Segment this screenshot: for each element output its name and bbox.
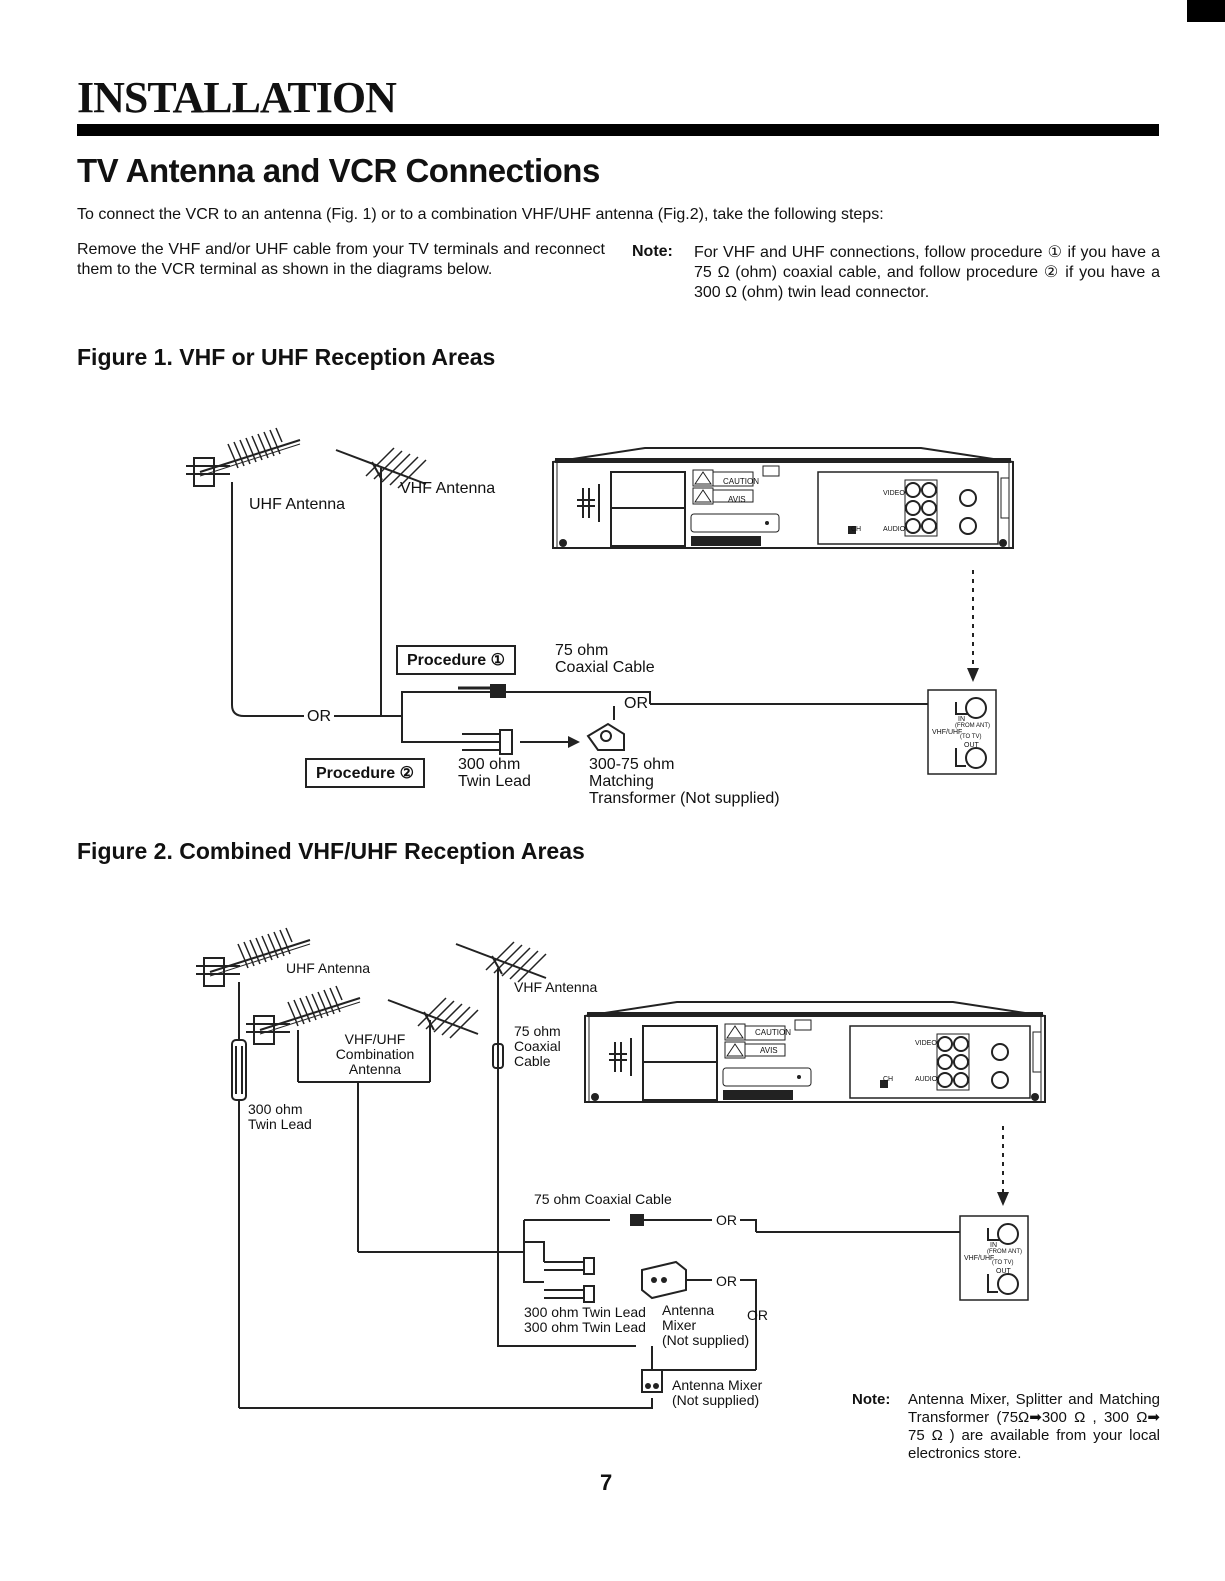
term1-vhf-uhf-label: VHF/UHF [932, 729, 963, 736]
section-title: INSTALLATION [77, 73, 397, 122]
fig1-or-left: OR [307, 708, 331, 725]
fig2-mixer1-line1: Antenna [662, 1302, 715, 1318]
fig1-twin-line2: Twin Lead [458, 773, 531, 790]
fig1-or-mid: OR [624, 695, 648, 712]
procedure1-box: Procedure ① [396, 645, 516, 675]
fig2-combo-line1: VHF/UHF [344, 1031, 406, 1047]
fig2-uhf-antenna-label: UHF Antenna [286, 960, 371, 976]
fig2-combo-line3: Antenna [348, 1061, 402, 1077]
intro-text: To connect the VCR to an antenna (Fig. 1… [77, 206, 884, 223]
fig2-combo-line2: Combination [335, 1046, 415, 1062]
vcr1-avis-label: AVIS [728, 495, 746, 504]
vcr1-ch-label: CH [851, 526, 862, 533]
term1-out-label: OUT [964, 742, 979, 749]
term1-from-ant-label: (FROM ANT) [955, 723, 990, 729]
vcr1-video-label: VIDEO [883, 490, 905, 497]
note-top-label: Note: [632, 243, 673, 260]
fig1-coax-line2: Coaxial Cable [555, 659, 655, 676]
fig1-uhf-antenna-label: UHF Antenna [249, 496, 346, 513]
fig2-twin-line1: 300 ohm [248, 1101, 303, 1117]
term2-to-tv-label: (TO TV) [992, 1260, 1014, 1266]
vcr2-caution-label: CAUTION [755, 1028, 791, 1037]
term2-in-label: IN [990, 1242, 997, 1249]
corner-mark [1187, 0, 1225, 22]
title-rule [77, 124, 1159, 136]
page-title: TV Antenna and VCR Connections [77, 152, 600, 189]
vcr2-avis-label: AVIS [760, 1046, 778, 1055]
fig1-transformer-line2: Matching [589, 773, 654, 790]
term1-to-tv-label: (TO TV) [960, 734, 982, 740]
note-bottom-text: Antenna Mixer, Splitter and Matching Tra… [908, 1391, 1160, 1462]
fig2-mixer2-line2: (Not supplied) [672, 1392, 760, 1408]
vcr2-video-label: VIDEO [915, 1040, 937, 1047]
fig2-twin-line2: Twin Lead [248, 1116, 312, 1132]
instructions-text: Remove the VHF and/or UHF cable from you… [77, 241, 605, 278]
vcr1-audio-label: AUDIO [883, 526, 906, 533]
note-bottom-label: Note: [852, 1391, 891, 1408]
fig2-or-a: OR [716, 1212, 737, 1228]
term2-vhf-uhf-label: VHF/UHF [964, 1255, 995, 1262]
figure2-title: Figure 2. Combined VHF/UHF Reception Are… [77, 838, 585, 864]
fig2-mixer1-line2: Mixer [662, 1317, 697, 1333]
fig1-coax-line1: 75 ohm [555, 642, 609, 659]
term2-out-label: OUT [996, 1268, 1011, 1275]
vcr2-audio-label: AUDIO [915, 1076, 938, 1083]
fig2-mixer1-line3: (Not supplied) [662, 1332, 750, 1348]
fig2-twin-a: 300 ohm Twin Lead [524, 1304, 646, 1320]
term1-in-label: IN [958, 716, 965, 723]
fig2-or-b: OR [716, 1273, 737, 1289]
figure1-title: Figure 1. VHF or UHF Reception Areas [77, 344, 496, 370]
fig1-vhf-antenna-label: VHF Antenna [400, 480, 496, 497]
page-number: 7 [600, 1470, 613, 1495]
fig1-transformer-line3: Transformer (Not supplied) [589, 790, 780, 807]
vcr1-caution-label: CAUTION [723, 477, 759, 486]
fig2-coax-line3: Cable [514, 1053, 551, 1069]
fig1-twin-line1: 300 ohm [458, 756, 521, 773]
term2-from-ant-label: (FROM ANT) [987, 1249, 1022, 1255]
fig2-or-c: OR [747, 1307, 768, 1323]
note-top-text: For VHF and UHF connections, follow proc… [694, 244, 1160, 301]
fig2-vhf-antenna-label: VHF Antenna [514, 979, 598, 995]
fig2-twin-b: 300 ohm Twin Lead [524, 1319, 646, 1335]
fig2-coax-line1: 75 ohm [514, 1023, 561, 1039]
fig2-coax-cable-label: 75 ohm Coaxial Cable [534, 1191, 672, 1207]
fig2-coax-line2: Coaxial [514, 1038, 561, 1054]
fig1-transformer-line1: 300-75 ohm [589, 756, 675, 773]
vcr2-ch-label: CH [883, 1076, 894, 1083]
procedure2-box: Procedure ② [305, 758, 425, 788]
fig2-mixer2-line1: Antenna Mixer [672, 1377, 763, 1393]
